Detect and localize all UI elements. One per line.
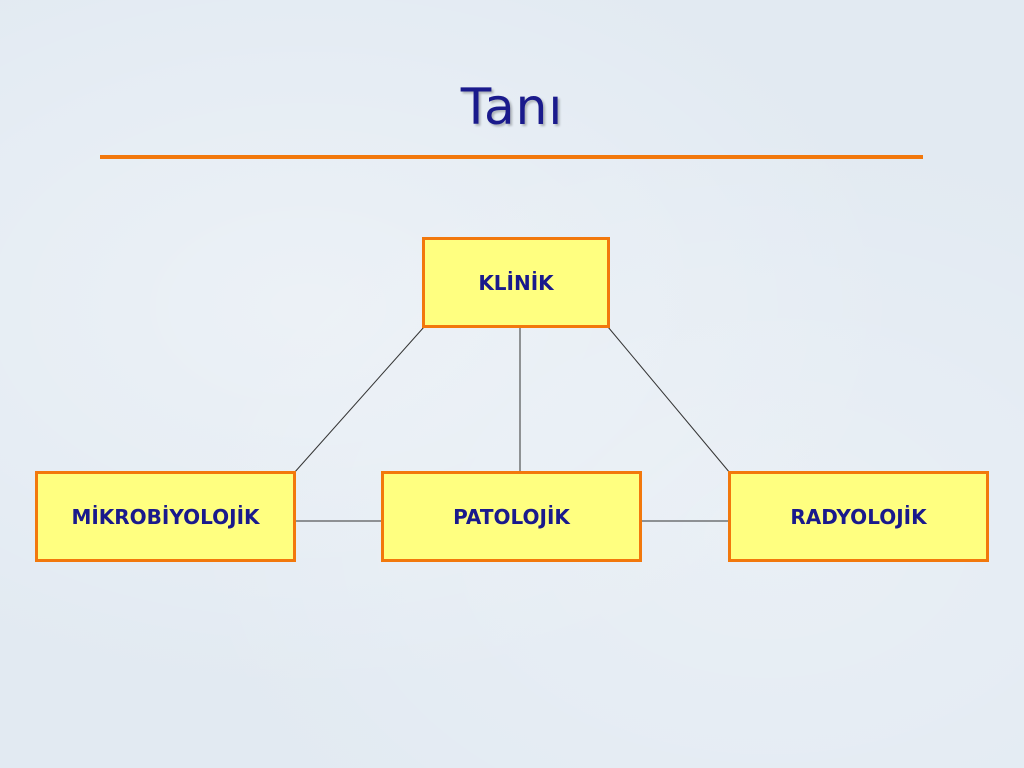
- node-radyolojik-label: RADYOLOJİK: [790, 504, 927, 529]
- node-klinik: KLİNİK: [422, 237, 610, 328]
- node-patolojik-label: PATOLOJİK: [453, 504, 570, 529]
- node-radyolojik: RADYOLOJİK: [728, 471, 989, 562]
- node-klinik-label: KLİNİK: [478, 270, 554, 295]
- edge-klinik-radyolojik: [607, 326, 731, 474]
- edge-klinik-mikrobiyolojik: [293, 326, 425, 474]
- title-underline: [100, 155, 923, 159]
- node-mikrobiyolojik: MİKROBİYOLOJİK: [35, 471, 296, 562]
- node-mikrobiyolojik-label: MİKROBİYOLOJİK: [71, 504, 260, 529]
- slide-title: Tanı: [460, 78, 564, 136]
- node-patolojik: PATOLOJİK: [381, 471, 642, 562]
